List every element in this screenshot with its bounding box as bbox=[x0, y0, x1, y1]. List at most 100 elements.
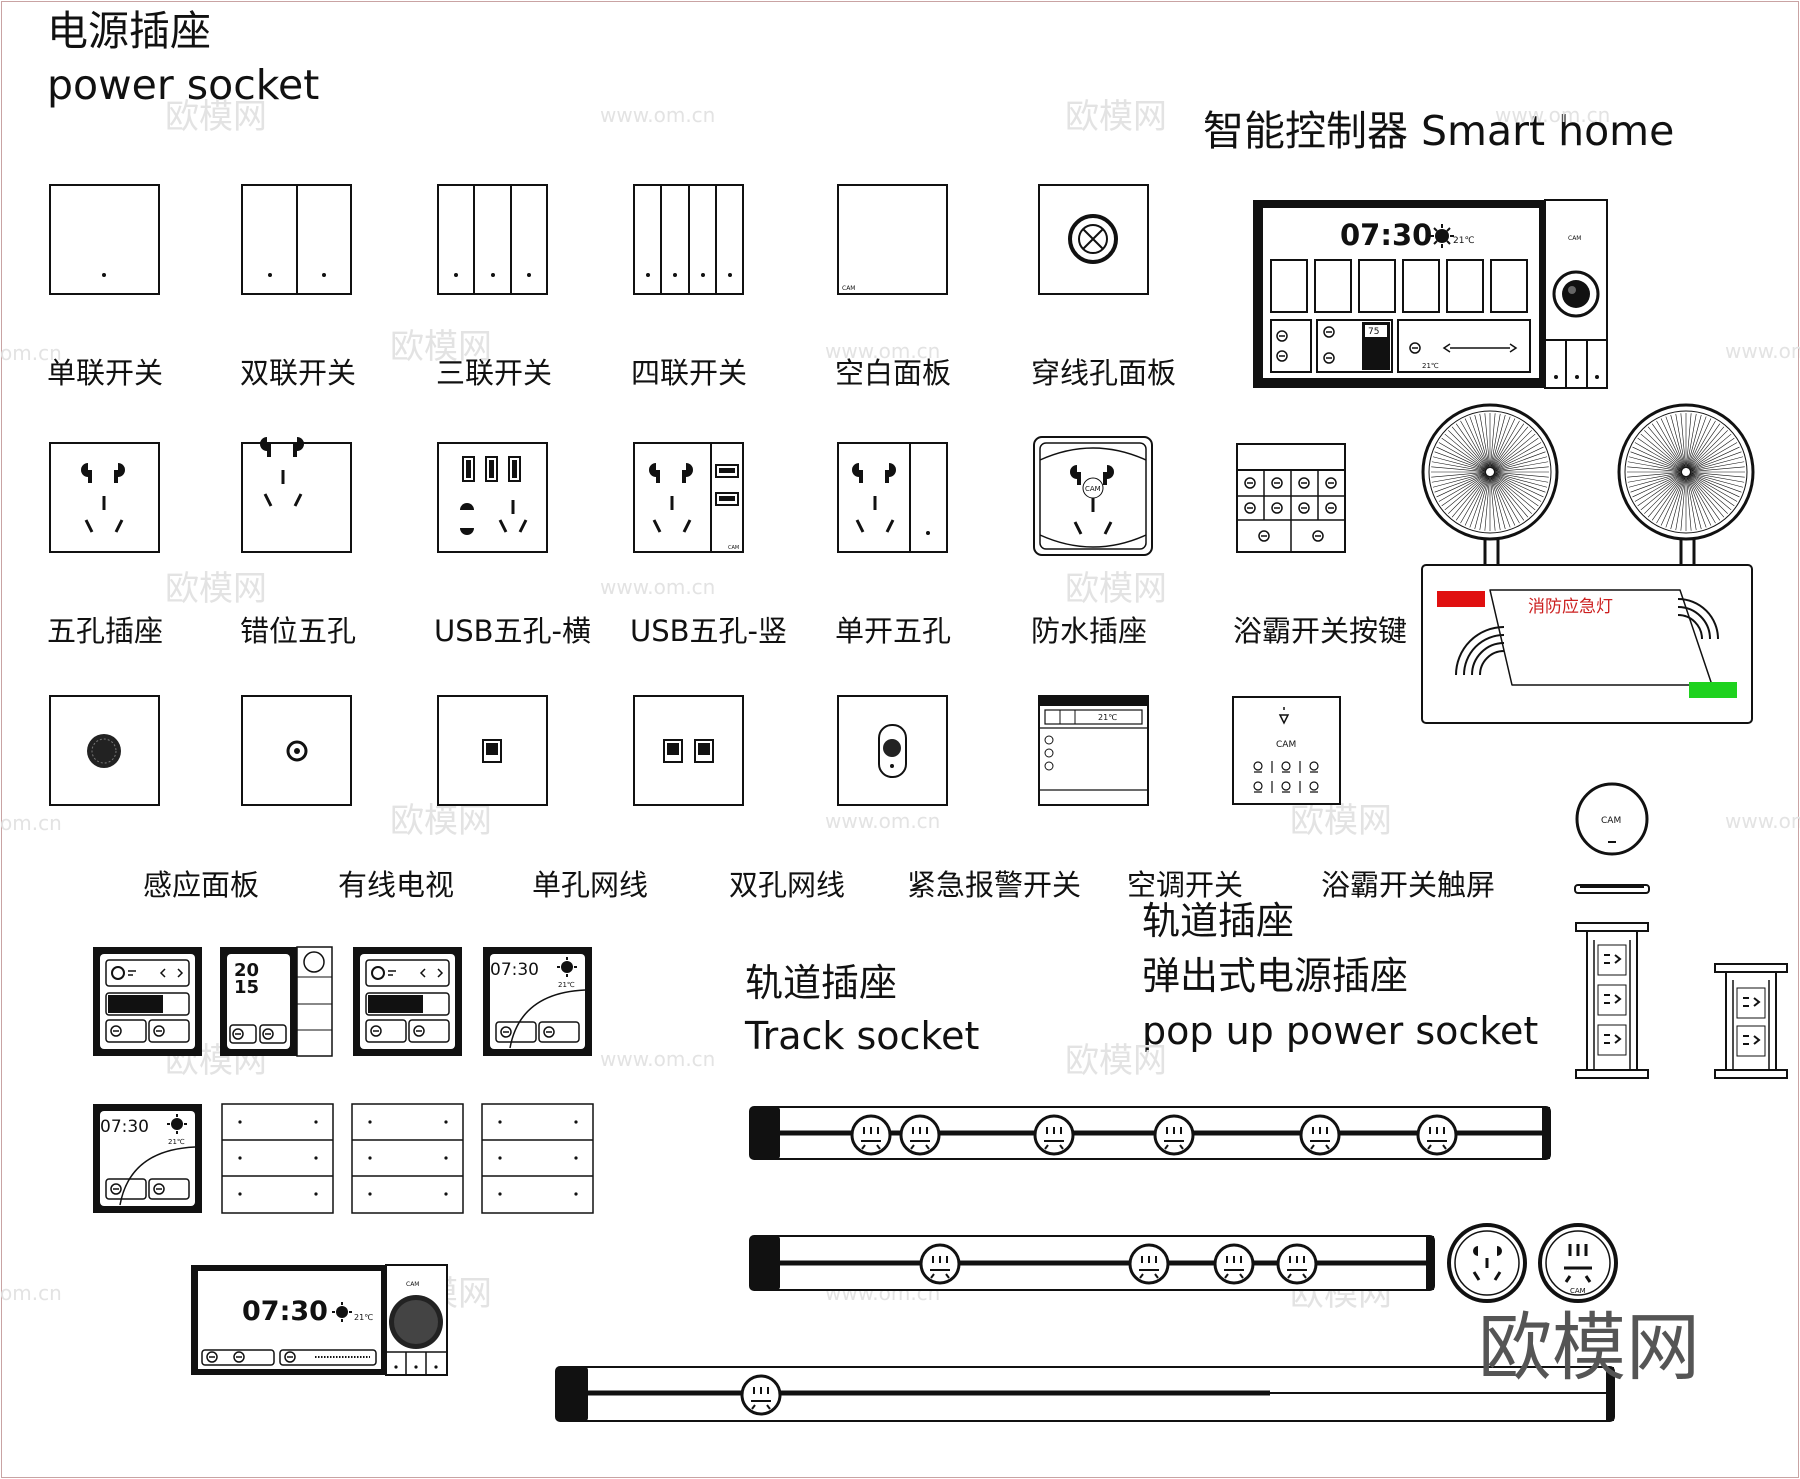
watermark-corner: om.cn bbox=[0, 811, 62, 835]
smart-home-controller: 07:30 21℃ 75 21℃ CAM bbox=[1253, 199, 1608, 389]
lamp-ray bbox=[1484, 413, 1490, 469]
lamp-ray bbox=[1441, 474, 1487, 507]
track-rail-3 bbox=[555, 1366, 1615, 1422]
lamp-rays bbox=[1431, 413, 1745, 531]
lamp-ray bbox=[1628, 472, 1683, 488]
lamp-ray bbox=[1469, 416, 1489, 469]
emergency-light-label: 消防应急灯 bbox=[1528, 597, 1613, 617]
lamp-ray bbox=[1627, 461, 1683, 472]
controller-temp-small: 21℃ bbox=[1422, 362, 1439, 370]
lamp-ray bbox=[1479, 413, 1490, 469]
brand-mark: CAM bbox=[1085, 485, 1101, 493]
sun-icon bbox=[561, 961, 573, 973]
panel-time: 07:30 bbox=[100, 1117, 149, 1137]
panel-temp: 21℃ bbox=[168, 1138, 185, 1146]
label-cable-tv: 有线电视 bbox=[338, 868, 455, 902]
lamp-ray bbox=[1490, 475, 1501, 531]
lamp-ray bbox=[1490, 475, 1506, 530]
lamp-ray bbox=[1492, 475, 1525, 521]
ac-switch-panel: 21℃ bbox=[1038, 695, 1149, 806]
watermark-url: www.om.cn bbox=[825, 339, 940, 363]
lamp-ray bbox=[1628, 456, 1683, 472]
lamp-ray bbox=[1689, 472, 1745, 483]
lamp-ray bbox=[1431, 466, 1487, 472]
lamp-ray bbox=[1455, 475, 1488, 521]
label-single-switch: 单联开关 bbox=[47, 356, 164, 390]
lamp-ray bbox=[1686, 414, 1702, 469]
watermark-logo: 欧模网 bbox=[1065, 1041, 1167, 1081]
lamp-ray bbox=[1647, 426, 1684, 470]
lamp-ray bbox=[1441, 437, 1487, 470]
lamp-ray bbox=[1665, 416, 1685, 469]
lamp-ray bbox=[1687, 475, 1716, 524]
lamp-ray bbox=[1460, 475, 1489, 524]
watermark-url: www.om.cn bbox=[1725, 809, 1800, 833]
usb-five-hole-vertical: CAM bbox=[633, 442, 744, 553]
round-track-socket-2: CAM bbox=[1538, 1223, 1618, 1303]
watermark-url: www.om.cn bbox=[600, 575, 715, 599]
three-key-panels bbox=[221, 1103, 594, 1214]
lamp-ray bbox=[1493, 442, 1542, 471]
sun-icon bbox=[171, 1118, 183, 1130]
lamp-ray bbox=[1493, 473, 1544, 498]
label-offset-five-hole: 错位五孔 bbox=[240, 614, 357, 648]
lamp-ray bbox=[1434, 473, 1487, 493]
double-network-panel bbox=[633, 695, 744, 806]
lamp-ray bbox=[1493, 446, 1544, 471]
emergency-light: 消防应急灯 bbox=[1421, 403, 1755, 724]
watermark-url: www.om.cn bbox=[825, 809, 940, 833]
brand-mark: CAM bbox=[1568, 235, 1581, 242]
cable-tv-panel bbox=[241, 695, 352, 806]
lamp-ray bbox=[1436, 446, 1487, 471]
lamp-ray bbox=[1438, 473, 1487, 502]
lamp-ray bbox=[1675, 475, 1686, 531]
double-switch bbox=[241, 184, 352, 295]
lamp-ray bbox=[1492, 430, 1532, 470]
lamp-ray bbox=[1436, 473, 1487, 498]
offset-five-hole-socket bbox=[241, 435, 352, 553]
brand-mark: CAM bbox=[1570, 1287, 1586, 1295]
label-switched-five-hole: 单开五孔 bbox=[835, 614, 952, 648]
round-track-socket-1 bbox=[1447, 1223, 1527, 1303]
lamp-ray bbox=[1464, 418, 1489, 469]
lamp-ray bbox=[1660, 418, 1685, 469]
lamp-ray bbox=[1490, 413, 1496, 469]
small-panel-3 bbox=[353, 947, 462, 1056]
watermark-url: www.om.cn bbox=[600, 1047, 715, 1071]
date-bottom: 15 bbox=[234, 977, 259, 998]
brand-mark: CAM bbox=[1601, 816, 1621, 826]
lamp-ray bbox=[1640, 474, 1684, 511]
lamp-ray bbox=[1689, 473, 1740, 498]
brand-mark: CAM bbox=[406, 1281, 419, 1288]
lamp-ray bbox=[1492, 433, 1536, 470]
watermark-corner: om.cn bbox=[0, 1281, 62, 1305]
lamp-ray bbox=[1438, 442, 1487, 471]
track-socket-title-en: Track socket bbox=[745, 1014, 980, 1058]
lamp-ray bbox=[1451, 474, 1488, 518]
green-indicator bbox=[1689, 682, 1737, 698]
lamp-ray bbox=[1634, 442, 1683, 471]
lamp-ray bbox=[1689, 442, 1738, 471]
date-top: 20 bbox=[234, 960, 259, 981]
lamp-ray bbox=[1689, 472, 1745, 478]
round-sensor: CAM bbox=[1574, 782, 1650, 894]
controller-small-time: 07:30 bbox=[242, 1296, 328, 1327]
lamp-ray bbox=[1688, 474, 1732, 511]
sensor-panel bbox=[49, 695, 160, 806]
lamp-ray bbox=[1689, 472, 1744, 488]
lamp-ray bbox=[1689, 473, 1742, 493]
power-socket-title-cn: 电源插座 bbox=[47, 7, 211, 55]
lamp-ray bbox=[1493, 474, 1539, 507]
lamp-ray bbox=[1686, 475, 1702, 530]
single-network-panel bbox=[437, 695, 548, 806]
lamp-ray bbox=[1434, 451, 1487, 471]
lamp-ray bbox=[1647, 474, 1684, 518]
five-hole-socket bbox=[49, 442, 160, 553]
lamp-ray bbox=[1490, 414, 1506, 469]
lamp-ray bbox=[1686, 475, 1692, 531]
controller-temp: 21℃ bbox=[1453, 236, 1475, 246]
lamp-ray bbox=[1686, 413, 1697, 469]
lamp-ray bbox=[1492, 426, 1529, 470]
lamp-ray bbox=[1460, 420, 1489, 469]
